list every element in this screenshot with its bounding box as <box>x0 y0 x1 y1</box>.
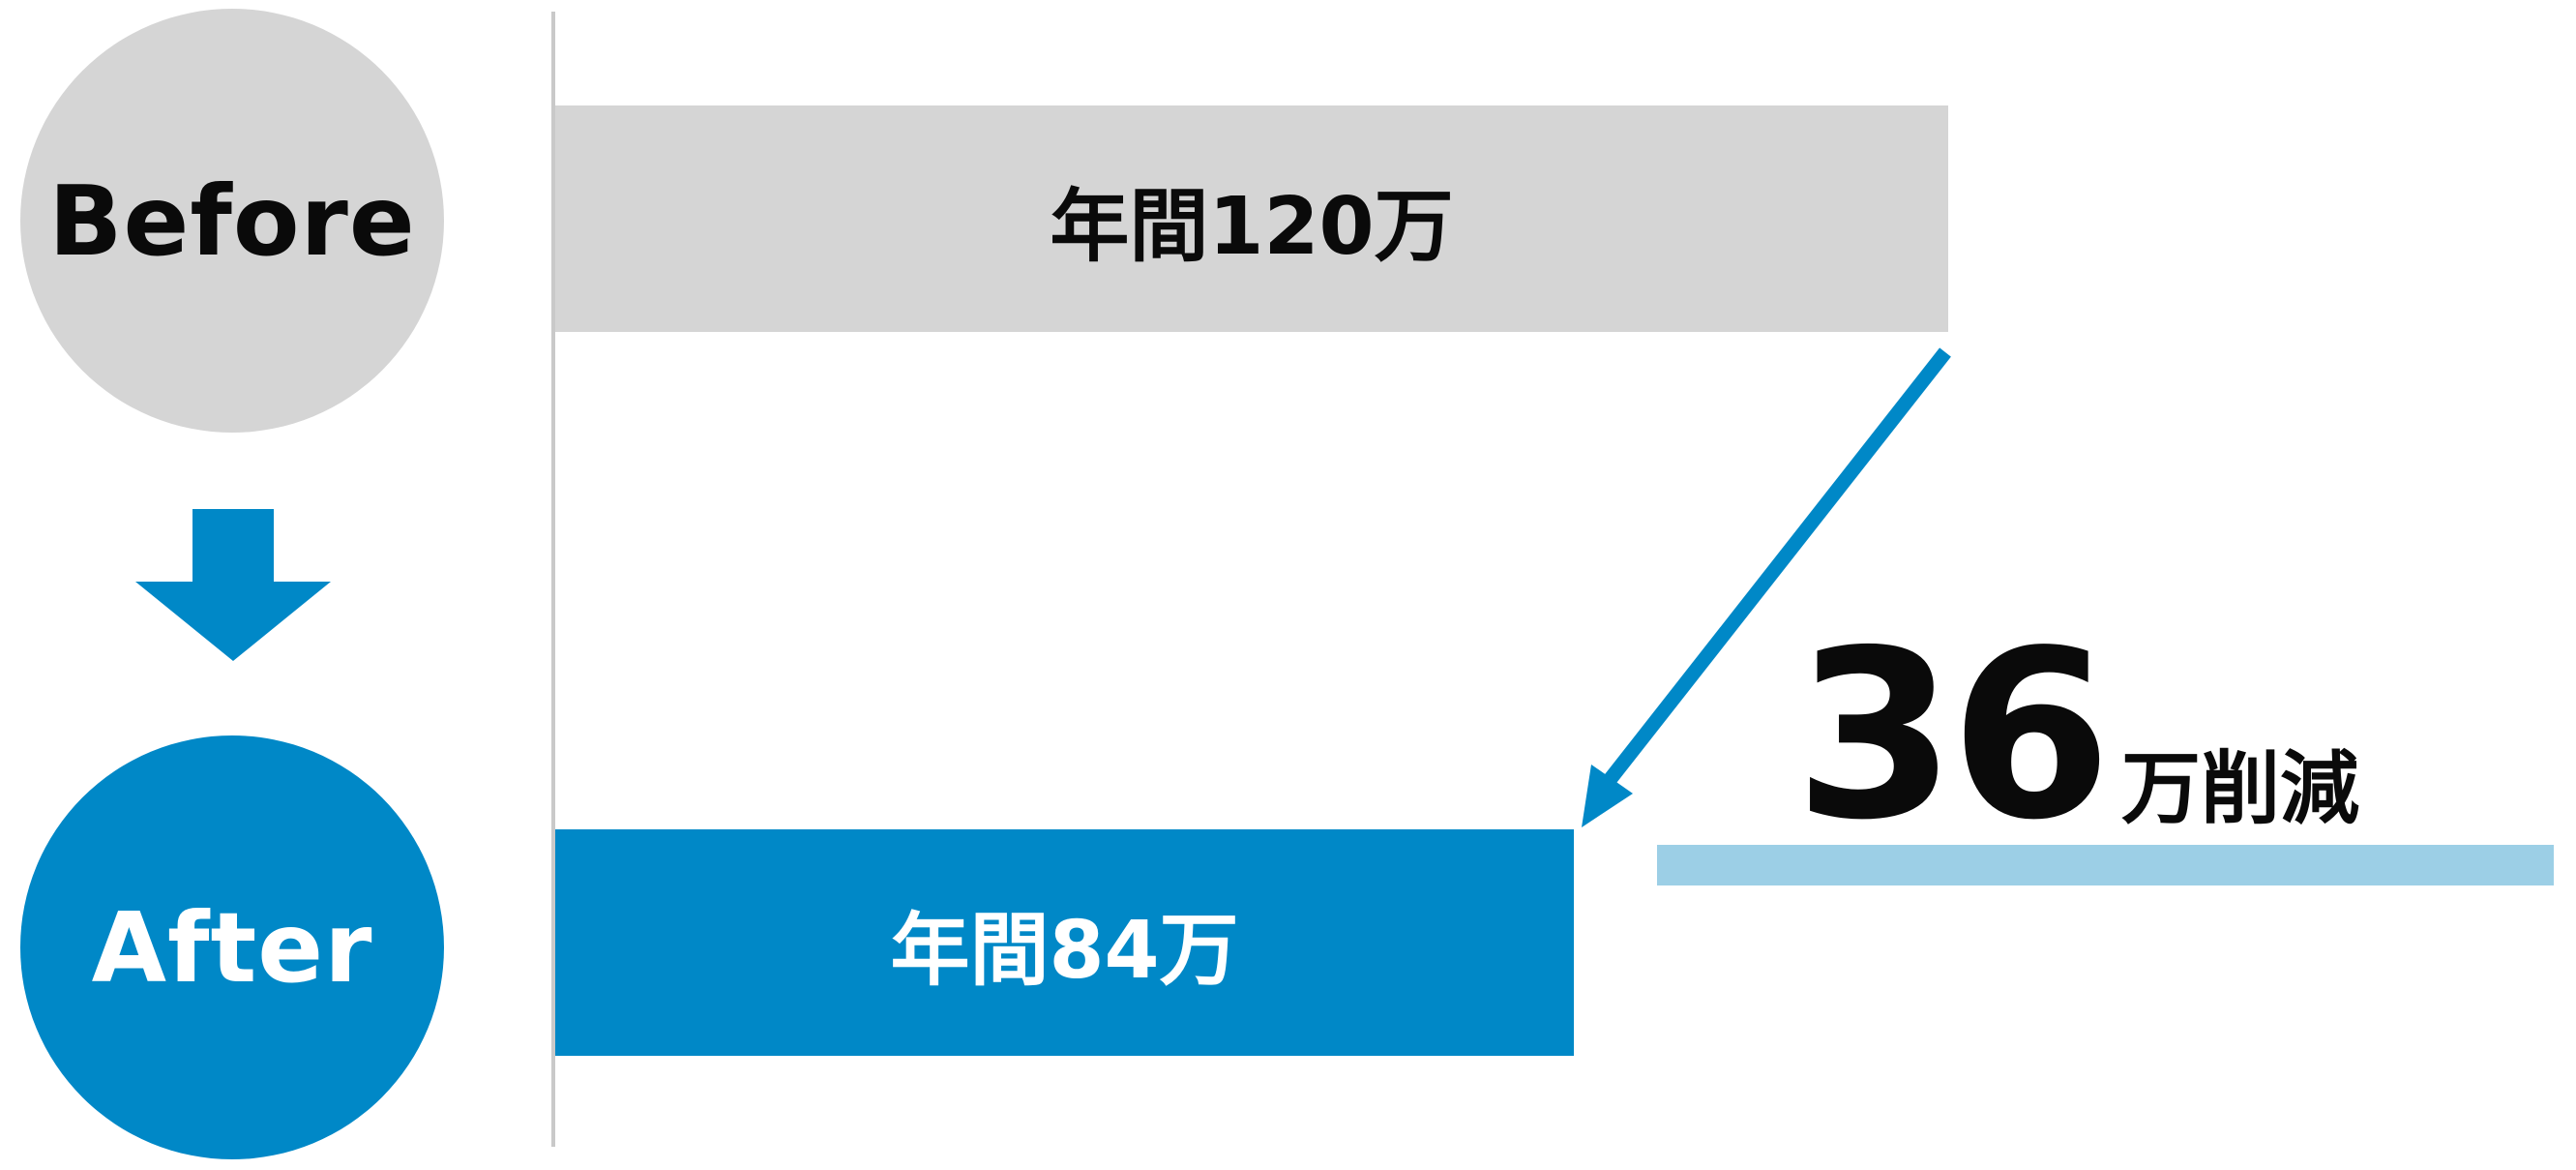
after-circle: After <box>20 735 444 1159</box>
down-arrow-icon <box>135 509 331 661</box>
reduction-highlight <box>1657 845 2554 885</box>
before-amount: 年間120万 <box>1050 180 1454 273</box>
before-bar: 年間120万 <box>555 105 1948 332</box>
reduction-callout: 36 万削減 <box>1794 619 2359 871</box>
before-circle: Before <box>20 9 444 433</box>
vertical-divider <box>551 12 555 1147</box>
after-bar: 年間84万 <box>555 829 1574 1056</box>
after-amount: 年間84万 <box>890 904 1239 997</box>
before-label: Before <box>48 164 416 278</box>
reduction-label: 万削減 <box>2120 743 2359 835</box>
after-label: After <box>91 890 373 1005</box>
reduction-number: 36 <box>1794 600 2112 871</box>
